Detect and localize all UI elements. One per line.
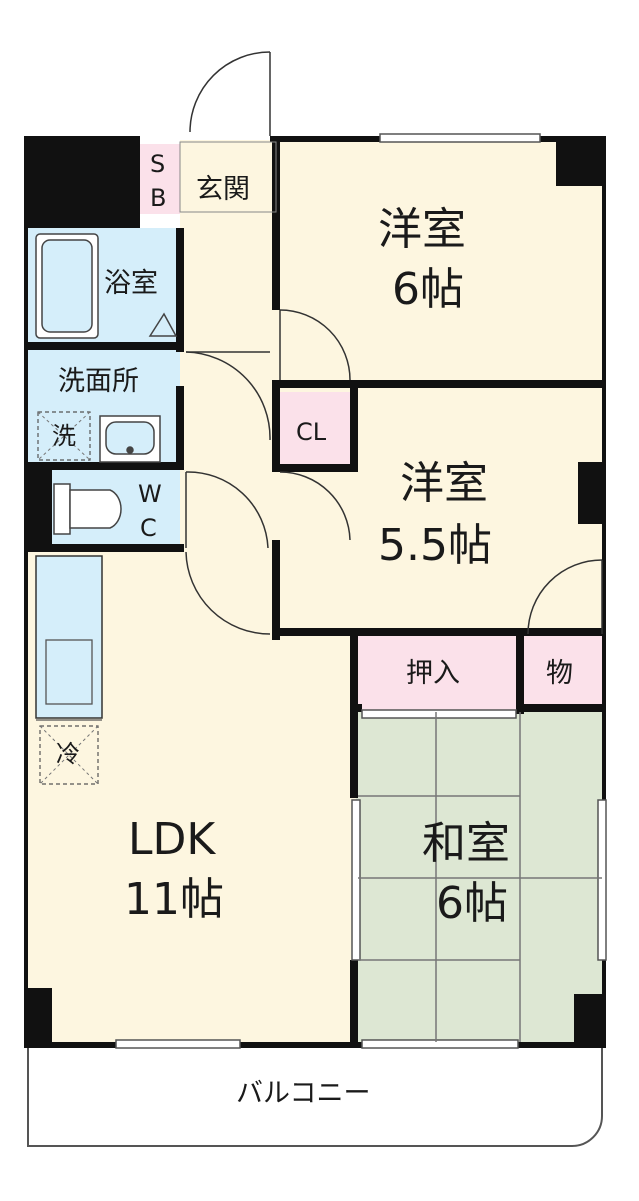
tatami-lines xyxy=(358,712,602,1042)
bathtub-icon xyxy=(35,233,178,339)
kitchen-sink-icon xyxy=(45,639,93,705)
room-size-washitsu: 6帖 xyxy=(436,878,508,929)
room-name-washitsu: 和室 xyxy=(422,818,510,869)
kitchen-counter xyxy=(35,555,103,719)
label-wc-w: W xyxy=(138,480,162,508)
label-cl: CL xyxy=(296,418,327,446)
shoebox-floor xyxy=(140,144,180,214)
walls xyxy=(24,136,606,1048)
room-size-ldk: 11帖 xyxy=(124,874,224,925)
washing-machine-space xyxy=(37,411,91,461)
toilet-icon xyxy=(53,483,122,535)
label-balcony: バルコニー xyxy=(236,1078,371,1109)
mono-floor xyxy=(522,635,602,712)
room-name-yoshitsu2: 洋室 xyxy=(400,458,488,509)
oshiire-floor xyxy=(356,635,520,712)
label-mono: 物 xyxy=(546,658,573,689)
windows xyxy=(115,133,607,1049)
fridge-space xyxy=(39,725,99,785)
room-size-yoshitsu2: 5.5帖 xyxy=(378,520,492,571)
label-sentakuki: 洗 xyxy=(52,422,76,450)
entrance-door xyxy=(179,51,277,213)
label-reizoko: 冷 xyxy=(56,740,80,768)
balcony-outline xyxy=(27,1048,603,1147)
entrance-floor xyxy=(180,140,276,212)
label-sb-s: S xyxy=(150,150,166,178)
yoshitsu1-floor xyxy=(276,140,602,385)
hallway-floor xyxy=(180,212,276,552)
closet-cl-floor xyxy=(276,392,356,468)
label-yokushitsu: 浴室 xyxy=(104,268,158,299)
room-name-yoshitsu1: 洋室 xyxy=(378,204,466,255)
room-size-yoshitsu1: 6帖 xyxy=(392,264,464,315)
label-sb-b: B xyxy=(150,184,167,212)
label-senmenjo: 洗面所 xyxy=(58,366,139,397)
sink-icon xyxy=(99,415,161,463)
room-name-ldk: LDK xyxy=(128,814,216,865)
label-wc-c: C xyxy=(140,514,157,542)
doors xyxy=(185,309,603,635)
label-oshiire: 押入 xyxy=(406,658,460,689)
label-genkan: 玄関 xyxy=(196,174,250,205)
